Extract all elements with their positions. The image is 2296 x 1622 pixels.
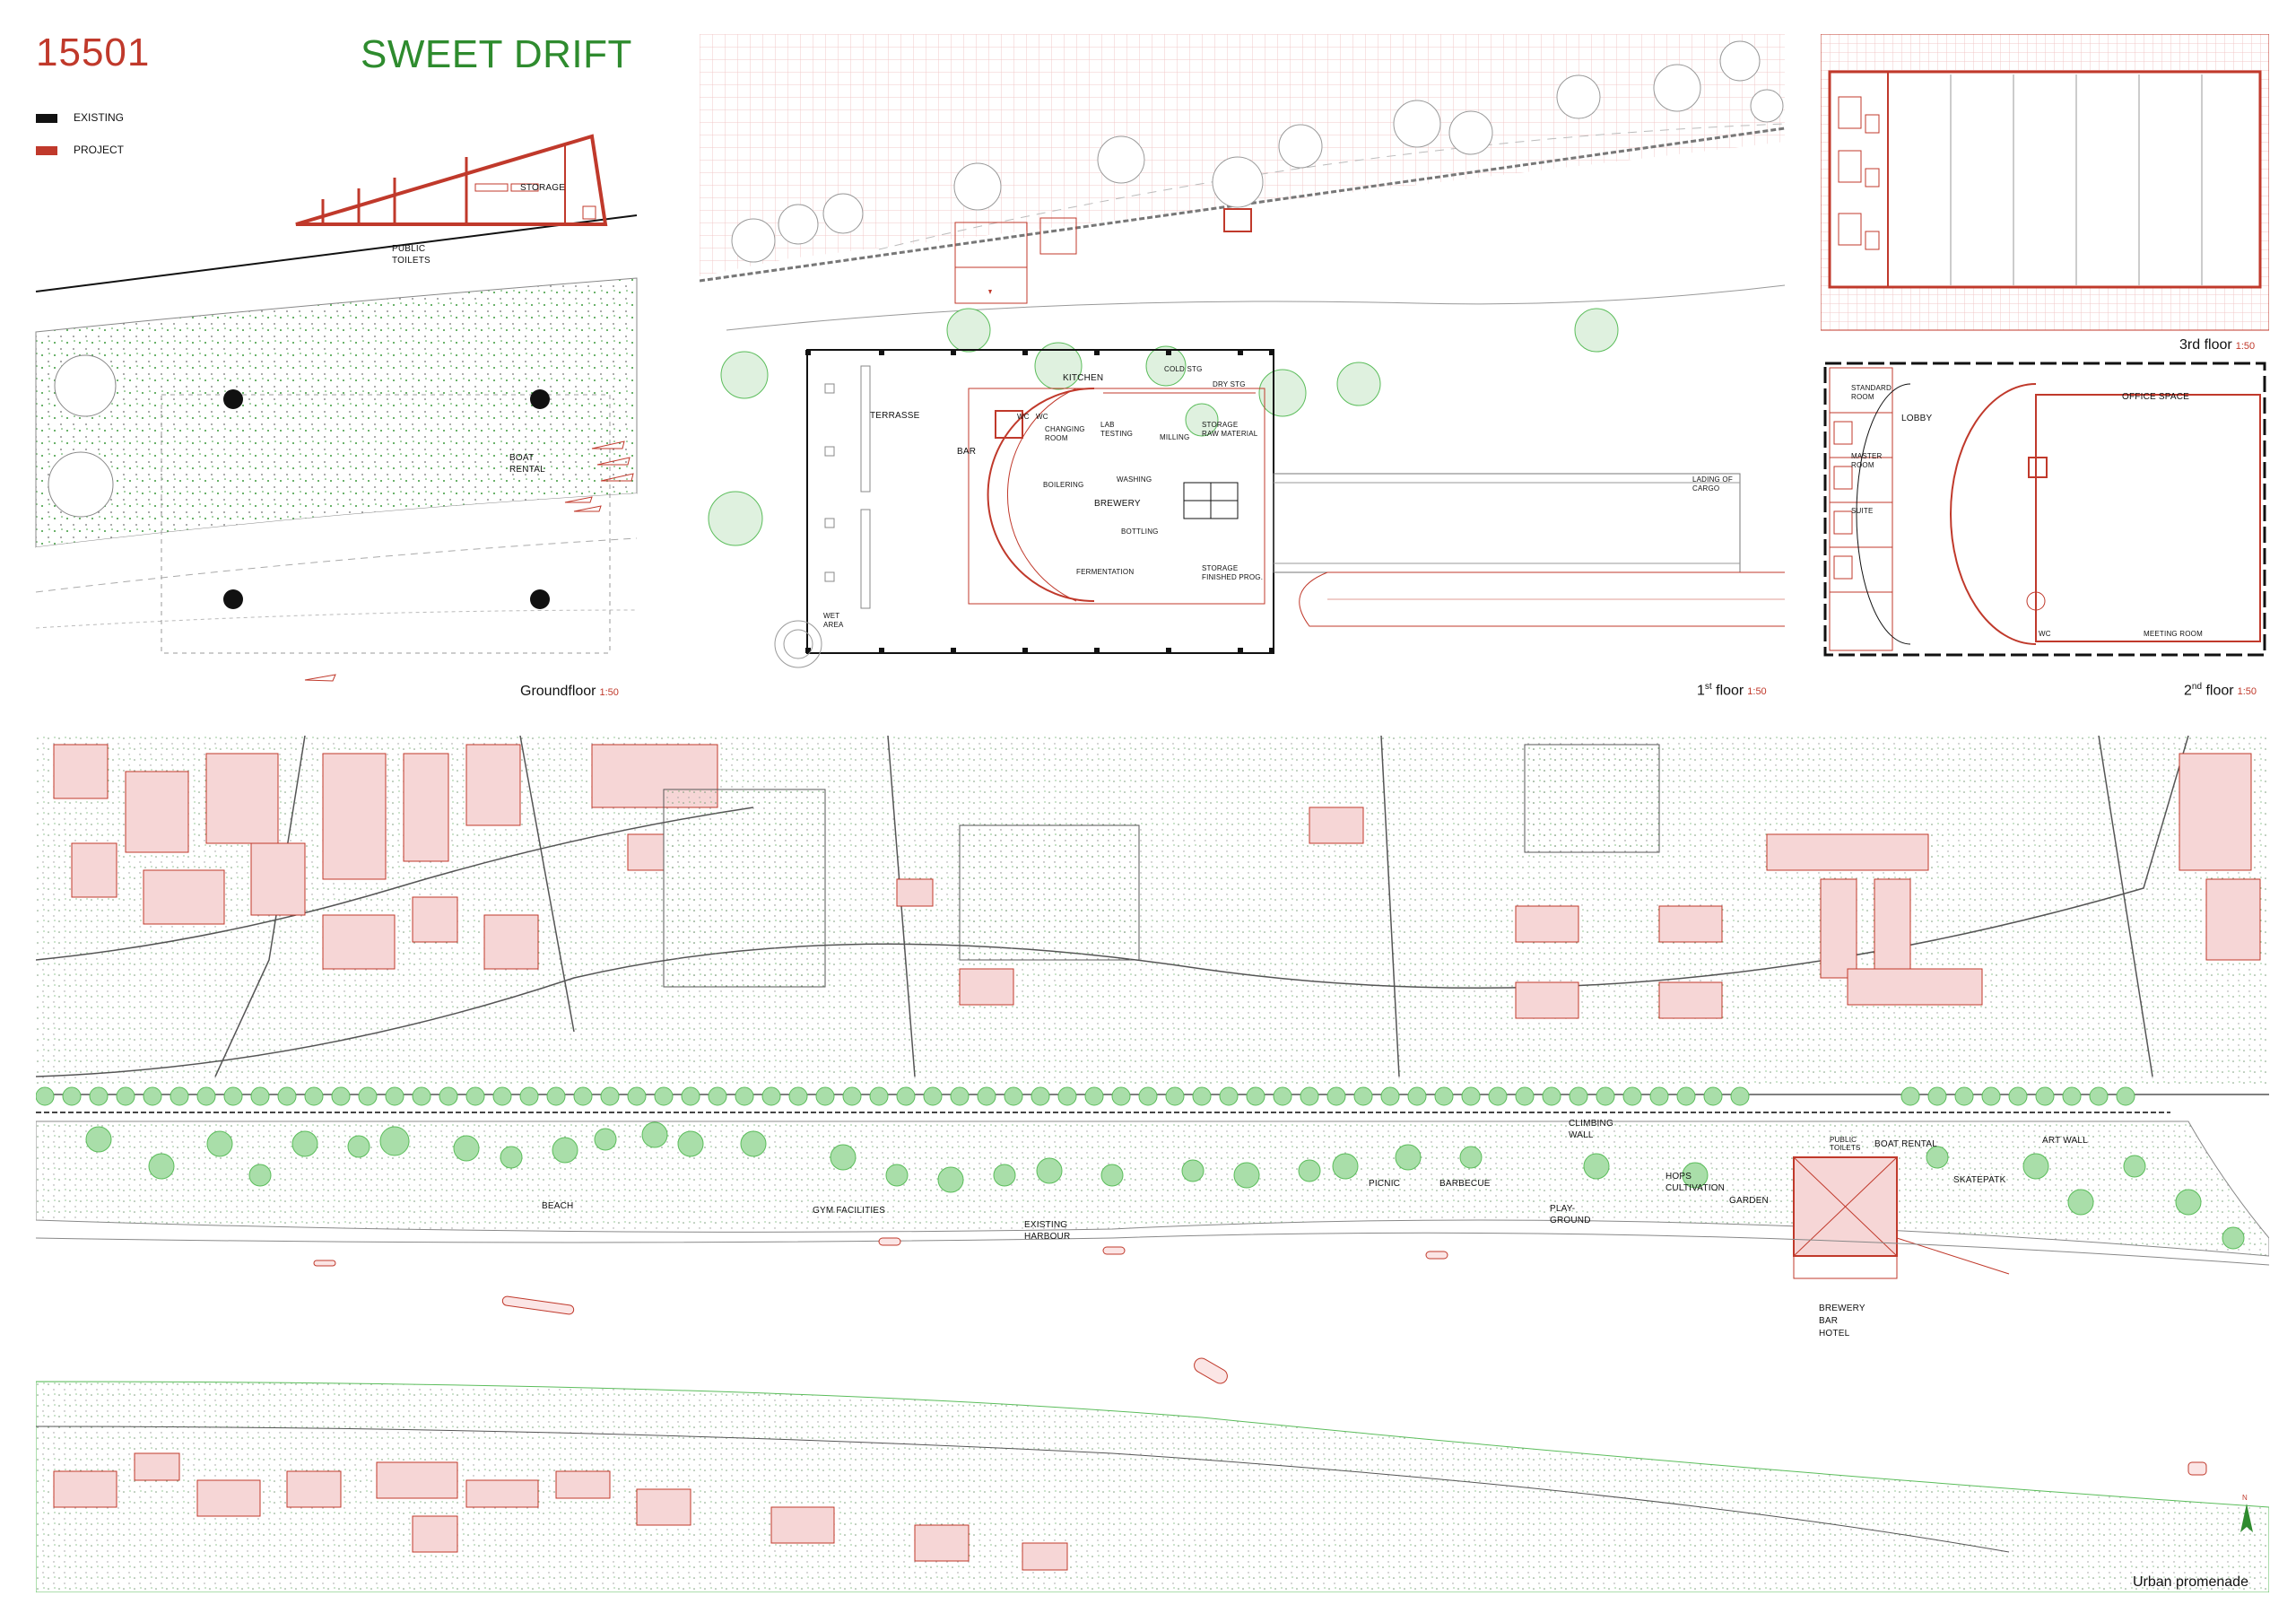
gf-caption-scale: 1:50 bbox=[599, 687, 619, 698]
sf-office-space-label: OFFICE SPACE bbox=[2122, 392, 2190, 402]
gf-caption-text: Groundfloor bbox=[520, 684, 596, 699]
sp-toilets-label-1: PUBLIC bbox=[1830, 1136, 1857, 1144]
sf-caption-prefix: 2 bbox=[2184, 683, 2192, 699]
sf-standard-room-label-2: ROOM bbox=[1851, 393, 1874, 401]
gf-boat-rental-label-2: RENTAL bbox=[509, 465, 545, 475]
sp-caption: Urban promenade bbox=[2133, 1574, 2248, 1590]
sp-climbing-label-1: CLIMBING bbox=[1569, 1119, 1613, 1129]
ff-wet-area-label-2: AREA bbox=[823, 621, 844, 629]
project-number: 15501 bbox=[36, 31, 151, 74]
gf-toilets-label-2: TOILETS bbox=[392, 256, 430, 266]
sp-playground-label-1: PLAY- bbox=[1550, 1204, 1576, 1214]
ff-lading-label-2: CARGO bbox=[1692, 484, 1720, 493]
sp-brewery-label: BREWERY bbox=[1819, 1304, 1866, 1313]
ff-bottling-label: BOTTLING bbox=[1121, 528, 1159, 536]
ff-lading-label-1: LADING OF bbox=[1692, 475, 1733, 484]
legend-swatch-existing bbox=[36, 114, 57, 123]
ff-kitchen-label: KITCHEN bbox=[1063, 373, 1104, 383]
site-plan-drawing bbox=[36, 736, 2269, 1592]
sf-master-room-label-1: MASTER bbox=[1851, 452, 1883, 460]
north-label: N bbox=[2242, 1494, 2248, 1502]
legend-swatch-project bbox=[36, 146, 57, 155]
sf-suite-label: SUITE bbox=[1851, 507, 1874, 515]
sp-hops-label-1: HOPS bbox=[1665, 1172, 1692, 1182]
third-floor-drawing bbox=[1821, 34, 2269, 331]
ff-lab-label-1: LAB bbox=[1100, 421, 1115, 429]
ff-caption-scale: 1:50 bbox=[1747, 686, 1767, 698]
sp-beach-label: BEACH bbox=[542, 1201, 574, 1211]
ff-caption-prefix: 1 bbox=[1697, 683, 1705, 699]
sf-wc-label: WC bbox=[2039, 630, 2051, 638]
ff-storage-fin-label-1: STORAGE bbox=[1202, 564, 1239, 572]
ff-dry-stg-label: DRY STG bbox=[1213, 380, 1246, 388]
second-floor-drawing bbox=[1823, 362, 2266, 657]
sp-garden-label: GARDEN bbox=[1729, 1196, 1769, 1206]
sp-gym-label: GYM FACILITIES bbox=[813, 1206, 886, 1216]
legend-label-project: PROJECT bbox=[74, 144, 125, 156]
ff-storage-raw-label-2: RAW MATERIAL bbox=[1202, 430, 1258, 438]
ff-storage-raw-label-1: STORAGE bbox=[1202, 421, 1239, 429]
ff-caption-sup: st bbox=[1704, 682, 1712, 692]
ff-wc1-label: WC bbox=[1017, 413, 1030, 421]
ff-fermentation-label: FERMENTATION bbox=[1076, 568, 1135, 576]
sf-caption-scale: 1:50 bbox=[2237, 686, 2257, 698]
sf-lobby-label: LOBBY bbox=[1901, 414, 1933, 423]
sp-harbour-label-2: HARBOUR bbox=[1024, 1232, 1071, 1242]
sf-standard-room-label-1: STANDARD bbox=[1851, 384, 1892, 392]
ff-caption-suffix: floor bbox=[1711, 683, 1744, 699]
ff-wc2-label: WC bbox=[1036, 413, 1048, 421]
ff-changing-label-1: CHANGING bbox=[1045, 425, 1085, 433]
ff-lab-label-2: TESTING bbox=[1100, 430, 1134, 438]
gf-boat-rental-label-1: BOAT bbox=[509, 453, 535, 463]
ff-storage-fin-label-2: FINISHED PROG. bbox=[1202, 573, 1264, 581]
tf-caption-scale: 1:50 bbox=[2235, 341, 2256, 352]
gf-storage-label: STORAGE bbox=[520, 183, 566, 193]
first-floor-drawing bbox=[700, 34, 1785, 668]
sf-caption-sup: nd bbox=[2191, 682, 2203, 692]
sp-boat-rental-label: BOAT RENTAL bbox=[1874, 1139, 1937, 1149]
sp-climbing-label-2: WALL bbox=[1569, 1130, 1594, 1140]
sp-barbecue-label: BARBECUE bbox=[1439, 1179, 1491, 1189]
sf-caption-suffix: floor bbox=[2202, 683, 2234, 699]
ff-wet-area-label-1: WET bbox=[823, 612, 840, 620]
ff-changing-label-2: ROOM bbox=[1045, 434, 1068, 442]
ff-boilering-label: BOILERING bbox=[1043, 481, 1084, 489]
ff-washing-label: WASHING bbox=[1117, 475, 1152, 484]
sp-toilets-label-2: TOILETS bbox=[1830, 1144, 1861, 1152]
sf-master-room-label-2: ROOM bbox=[1851, 461, 1874, 469]
groundfloor-drawing bbox=[35, 134, 638, 682]
ff-bar-label: BAR bbox=[957, 447, 977, 457]
ff-brewery-label: BREWERY bbox=[1094, 499, 1141, 509]
ff-cold-stg-label: COLD STG bbox=[1164, 365, 1203, 373]
sp-bar-label: BAR bbox=[1819, 1316, 1839, 1326]
north-arrow-icon bbox=[2240, 1504, 2253, 1532]
sp-art-wall-label: ART WALL bbox=[2042, 1136, 2088, 1146]
sp-skatepark-label: SKATEPATK bbox=[1953, 1175, 2006, 1185]
sf-meeting-room-label: MEETING ROOM bbox=[2144, 630, 2203, 638]
sp-hops-label-2: CULTIVATION bbox=[1665, 1183, 1726, 1193]
legend-label-existing: EXISTING bbox=[74, 111, 125, 124]
ff-milling-label: MILLING bbox=[1160, 433, 1190, 441]
gf-toilets-label-1: PUBLIC bbox=[392, 244, 426, 254]
sp-harbour-label-1: EXISTING bbox=[1024, 1220, 1068, 1230]
project-title: SWEET DRIFT bbox=[361, 32, 632, 76]
sp-hotel-label: HOTEL bbox=[1819, 1329, 1850, 1339]
sp-playground-label-2: GROUND bbox=[1550, 1216, 1591, 1225]
tf-caption-text: 3rd floor bbox=[2179, 337, 2232, 353]
ff-terrasse-label: TERRASSE bbox=[870, 411, 920, 421]
sp-picnic-label: PICNIC bbox=[1369, 1179, 1401, 1189]
